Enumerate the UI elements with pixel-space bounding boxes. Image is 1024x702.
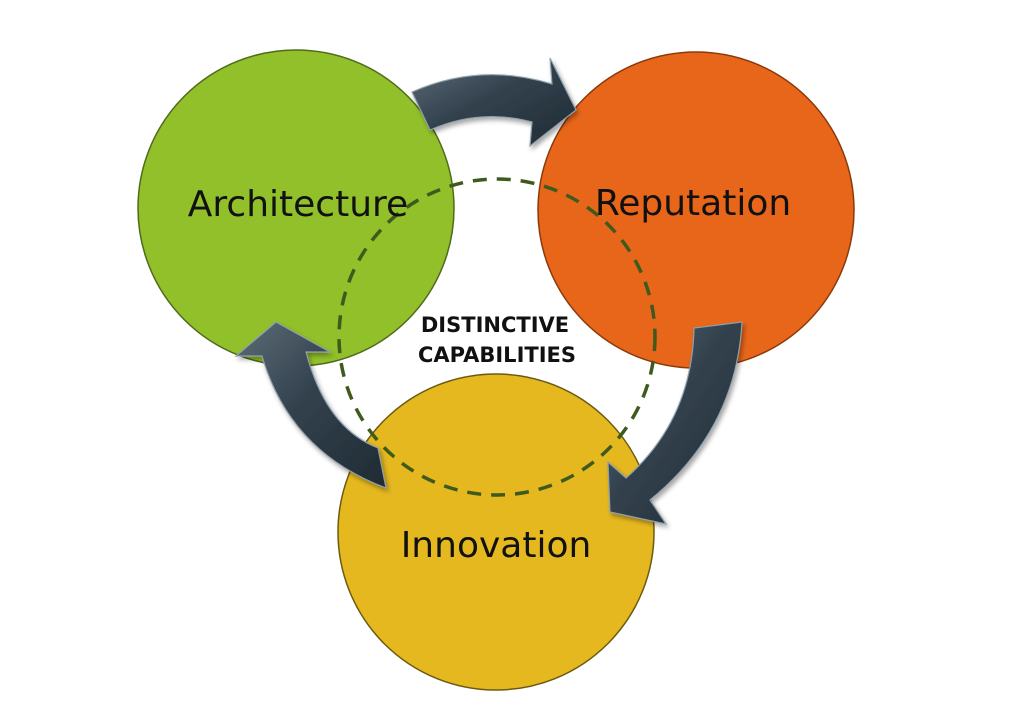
arrow-architecture-to-reputation: [411, 57, 577, 148]
center-label-line2: CAPABILITIES: [418, 343, 576, 367]
arrow-reputation-to-innovation: [607, 321, 743, 525]
innovation-circle: [337, 373, 655, 691]
reputation-label: Reputation: [595, 183, 791, 224]
capabilities-dashed-ring: [337, 177, 657, 497]
center-label-line1: DISTINCTIVE: [421, 313, 569, 337]
innovation-label: Innovation: [401, 525, 592, 566]
arrow-innovation-to-architecture: [234, 321, 387, 489]
architecture-label: Architecture: [188, 184, 408, 225]
